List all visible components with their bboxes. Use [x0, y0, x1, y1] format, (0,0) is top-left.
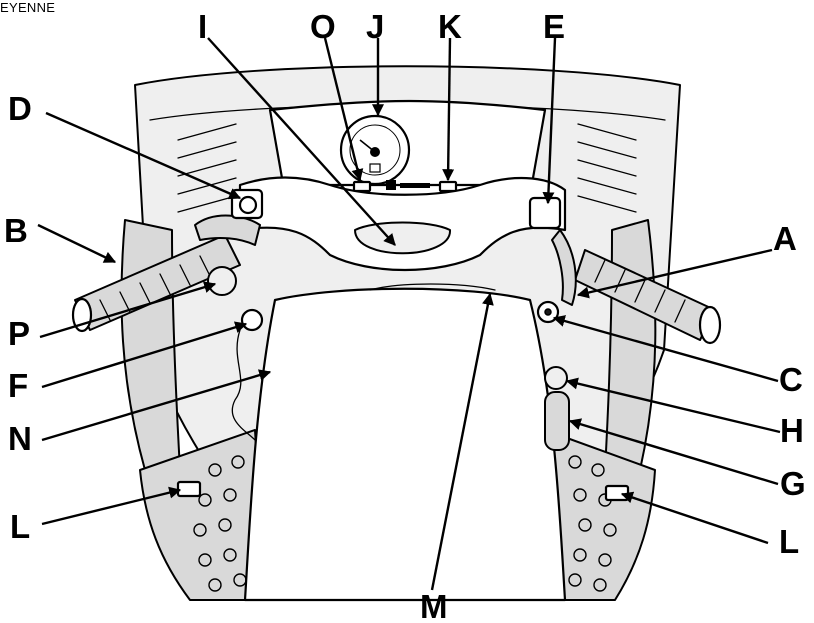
pull-handle — [545, 392, 569, 450]
callout-E: E — [543, 8, 565, 45]
right-footrest-badge — [606, 486, 628, 500]
callout-K: K — [438, 8, 462, 45]
callout-N: N — [8, 420, 32, 457]
callout-D: D — [8, 90, 32, 127]
headlight-knob — [545, 367, 567, 389]
callout-C: C — [779, 361, 803, 398]
callout-A: A — [773, 220, 797, 257]
dimmer-switch — [240, 197, 256, 213]
callout-B: B — [4, 212, 28, 249]
callout-L-left: L — [10, 508, 30, 545]
callout-J: J — [366, 8, 384, 45]
callout-G: G — [780, 465, 806, 502]
callout-M: M — [420, 588, 448, 623]
speedometer-gauge — [341, 116, 409, 184]
throttle-housing — [530, 198, 560, 228]
seat — [245, 289, 565, 600]
callout-I: I — [198, 8, 207, 45]
callout-F: F — [8, 367, 28, 404]
right-indicator-light — [440, 182, 456, 191]
left-footrest-badge — [178, 482, 200, 496]
callout-P: P — [8, 315, 30, 352]
callout-H: H — [780, 412, 804, 449]
tether-switch — [242, 310, 262, 330]
callout-L-right: L — [779, 523, 799, 560]
callout-O: O — [310, 8, 336, 45]
left-indicator-light — [354, 182, 370, 191]
choke-knob — [208, 267, 236, 295]
